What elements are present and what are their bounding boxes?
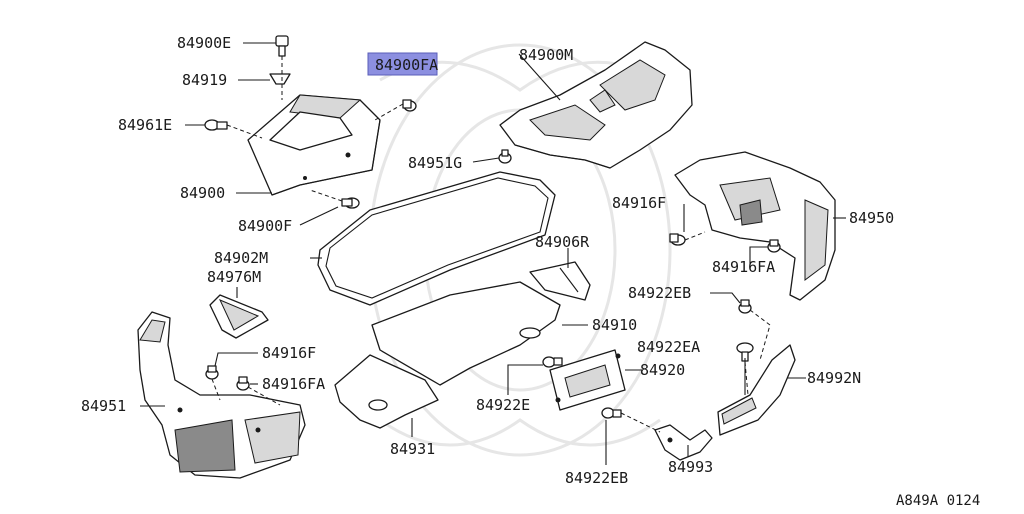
label-84950[interactable]: 84950 — [849, 209, 894, 227]
label-84920[interactable]: 84920 — [640, 361, 685, 379]
fastener-84900F[interactable] — [341, 197, 360, 209]
hook-84993[interactable] — [654, 424, 713, 461]
fastener-84922E[interactable] — [542, 356, 563, 368]
label-84916F-right[interactable]: 84916F — [612, 194, 666, 212]
label-84906R[interactable]: 84906R — [535, 233, 590, 251]
label-84916F-left[interactable]: 84916F — [262, 344, 316, 362]
label-84992N[interactable]: 84992N — [807, 369, 861, 387]
label-84900E[interactable]: 84900E — [177, 34, 231, 52]
fastener-84951G[interactable] — [498, 149, 512, 164]
cover-84900M[interactable] — [499, 41, 693, 169]
fastener-84922EB-top[interactable] — [738, 299, 752, 314]
part-labels: 84900E 84919 84961E 84900 84900F 84900FA… — [81, 34, 980, 509]
label-84900F[interactable]: 84900F — [238, 217, 292, 235]
fastener-84922EA[interactable] — [736, 342, 754, 362]
label-84919[interactable]: 84919 — [182, 71, 227, 89]
label-84976M[interactable]: 84976M — [207, 268, 261, 286]
bracket-84976M[interactable] — [209, 294, 269, 339]
clip-84919[interactable] — [269, 73, 291, 85]
panel-84900[interactable] — [247, 94, 381, 196]
fastener-84900FA[interactable] — [402, 99, 417, 112]
panel-84931[interactable] — [334, 354, 439, 429]
label-84951[interactable]: 84951 — [81, 397, 126, 415]
leader-lines — [140, 42, 846, 465]
trim-84951[interactable] — [137, 311, 306, 479]
label-84910[interactable]: 84910 — [592, 316, 637, 334]
label-84900FA[interactable]: 84900FA — [375, 56, 438, 74]
fastener-84916F-left[interactable] — [205, 365, 219, 380]
mat-84902M[interactable] — [317, 171, 556, 306]
fastener-84900E[interactable] — [275, 35, 289, 57]
label-84922EB-bottom[interactable]: 84922EB — [565, 469, 628, 487]
label-84900[interactable]: 84900 — [180, 184, 225, 202]
label-84931[interactable]: 84931 — [390, 440, 435, 458]
label-84902M[interactable]: 84902M — [214, 249, 268, 267]
diagram-code: A849A 0124 — [896, 493, 980, 509]
trim-84950[interactable] — [674, 151, 836, 301]
board-84910[interactable] — [371, 281, 561, 386]
fastener-84916FA-left[interactable] — [236, 376, 250, 391]
selected-part-highlight — [367, 52, 438, 76]
label-84922E[interactable]: 84922E — [476, 396, 530, 414]
fastener-84916F-right[interactable] — [669, 233, 686, 246]
fastener-84922EB-bottom[interactable] — [601, 407, 622, 419]
fastener-84961E[interactable] — [204, 119, 228, 131]
label-84993[interactable]: 84993 — [668, 458, 713, 476]
rail-84992N[interactable] — [717, 344, 796, 436]
label-84900M[interactable]: 84900M — [519, 46, 573, 64]
fastener-84916FA-right[interactable] — [767, 239, 781, 253]
bracket-84920[interactable] — [549, 349, 626, 411]
label-84916FA-left[interactable]: 84916FA — [262, 375, 325, 393]
label-84922EB-top[interactable]: 84922EB — [628, 284, 691, 302]
label-84916FA-right[interactable]: 84916FA — [712, 258, 775, 276]
label-84951G[interactable]: 84951G — [408, 154, 462, 172]
label-84961E[interactable]: 84961E — [118, 116, 172, 134]
label-84922EA[interactable]: 84922EA — [637, 338, 700, 356]
